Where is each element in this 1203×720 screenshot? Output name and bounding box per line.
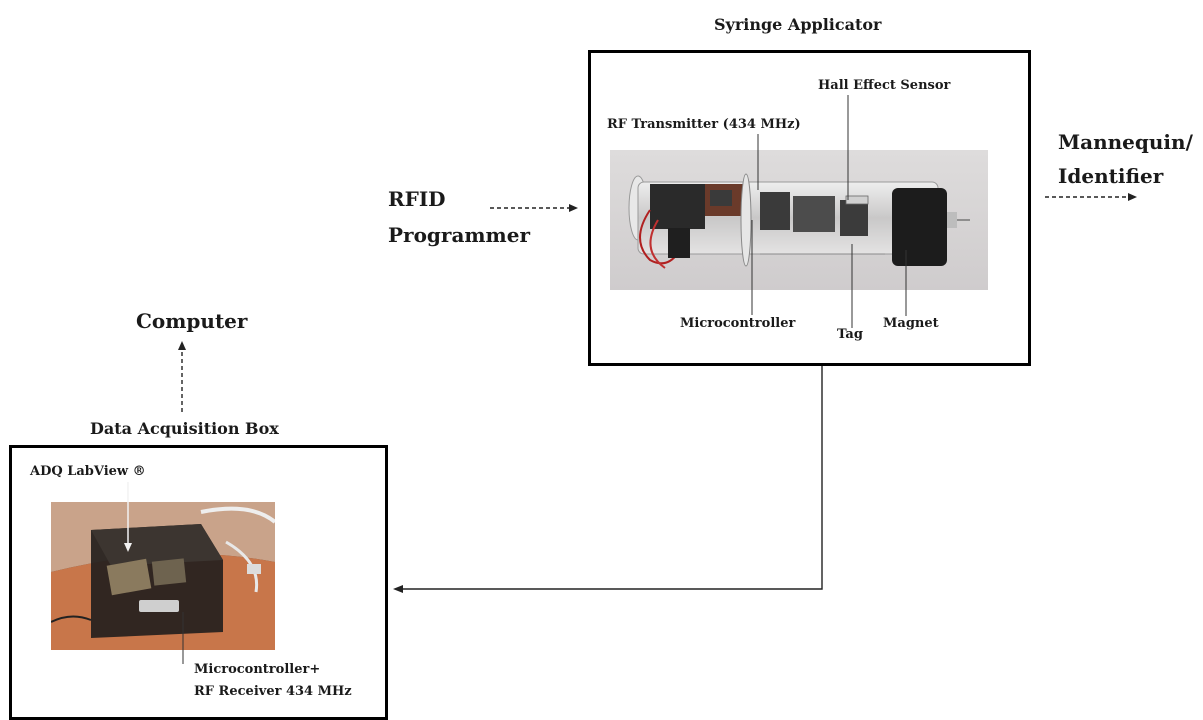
rfid-programmer-label-line2: Programmer (388, 223, 530, 247)
syringe-to-daq-connector (402, 366, 823, 590)
data-acquisition-box-title: Data Acquisition Box (90, 419, 279, 438)
rf-transmitter-label: RF Transmitter (434 MHz) (607, 117, 801, 132)
mannequin-arrowhead-icon (1128, 193, 1137, 201)
daq-box-photo (51, 502, 275, 650)
hall-effect-sensor-label: Hall Effect Sensor (818, 78, 951, 93)
tag-label: Tag (837, 327, 863, 342)
rfid-programmer-label-line1: RFID (388, 187, 446, 211)
adq-labview-label: ADQ LabView ® (30, 464, 146, 479)
rfid-arrowhead-icon (569, 204, 578, 212)
magnet-label: Magnet (883, 316, 939, 331)
daq-box-photo-art (51, 502, 275, 650)
syringe-photo (610, 150, 988, 290)
syringe-photo-art (610, 150, 988, 290)
receiver-label-line2: RF Receiver 434 MHz (194, 684, 352, 699)
mannequin-label-line1: Mannequin/ (1058, 130, 1193, 154)
syringe-applicator-title: Syringe Applicator (714, 15, 882, 34)
computer-arrowhead-icon (178, 341, 186, 350)
daq-arrowhead-icon (393, 585, 403, 593)
computer-label: Computer (136, 309, 248, 333)
receiver-label-line1: Microcontroller+ (194, 662, 321, 677)
mannequin-label-line2: Identifier (1058, 164, 1164, 188)
microcontroller-label: Microcontroller (680, 316, 796, 331)
